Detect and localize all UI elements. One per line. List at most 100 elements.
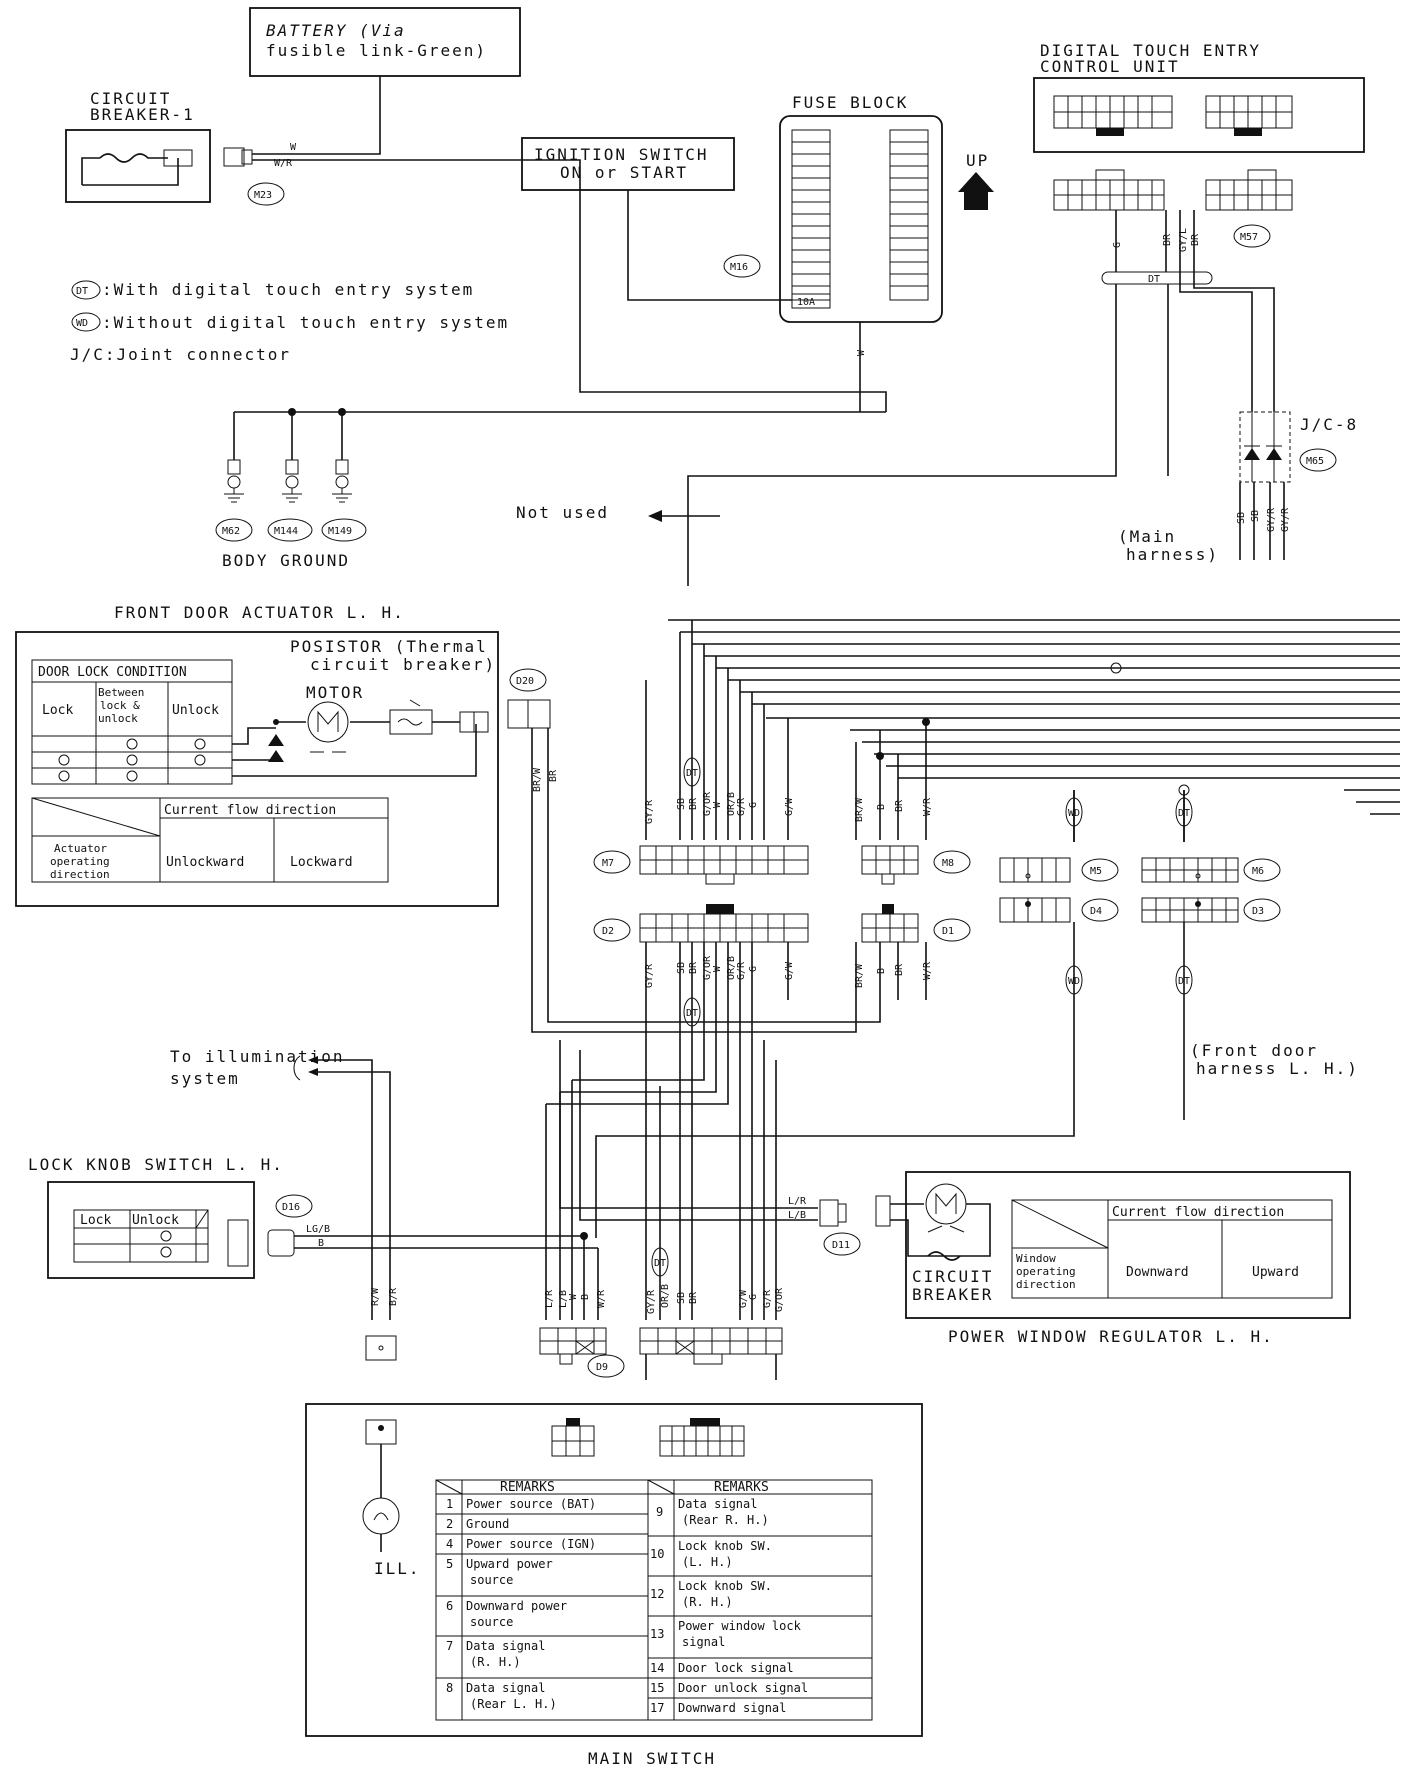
circuit-breaker-1: [65, 129, 211, 203]
svg-text:GY/R: GY/R: [646, 1289, 657, 1314]
remark-text-2: source: [470, 1615, 513, 1629]
d2-label: D2: [602, 926, 614, 937]
ignition-label-2: ON or START: [560, 163, 688, 182]
svg-text:B: B: [318, 1238, 324, 1249]
svg-text:W/R: W/R: [922, 797, 933, 816]
remarks-table: [435, 1479, 873, 1721]
svg-text:G: G: [748, 966, 759, 972]
actuator-diodes: [268, 734, 284, 762]
svg-text:BR: BR: [1190, 233, 1201, 246]
svg-text:G: G: [748, 802, 759, 808]
d16-connector: [267, 1229, 295, 1257]
d11-connector: [819, 1199, 839, 1227]
m6-badge: [1243, 858, 1281, 882]
d4-badge: [1081, 898, 1119, 922]
wires-below-d2: [645, 942, 789, 1000]
posistor-label-2: circuit breaker): [310, 655, 496, 674]
m5-connector: [999, 857, 1071, 883]
wires-to-m5-m6: [1073, 790, 1185, 842]
dlc-unlock: Unlock: [172, 703, 219, 718]
m23-connector-body: [223, 147, 245, 167]
svg-text:OR/B: OR/B: [726, 956, 737, 980]
svg-text:G/OR: G/OR: [702, 791, 713, 816]
svg-text:SB: SB: [1236, 512, 1247, 524]
dt-d3-code: DT: [1178, 976, 1190, 987]
dt-marker-d9: [651, 1247, 669, 1277]
d1-label: D1: [942, 926, 954, 937]
wire-ign: [627, 190, 792, 301]
svg-text:W: W: [712, 965, 723, 972]
wires-d9-left: [545, 1080, 599, 1320]
jc8-diodes: [1244, 448, 1282, 460]
m8-wire-labels: BR/W B BR W/R: [854, 797, 933, 822]
m16-badge: [723, 254, 761, 278]
legend-jc: J/C:Joint connector: [70, 345, 291, 364]
dt-legend-icon: [71, 280, 101, 300]
d2-wire-labels: GY/R SB BR G/OR W OR/B G/R G G/W BR/W B …: [644, 955, 933, 988]
ground-m149: [332, 459, 352, 503]
posistor-icon: [389, 709, 433, 735]
svg-text:G/W: G/W: [784, 797, 795, 816]
svg-text:SB: SB: [676, 1292, 687, 1304]
svg-text:BR/W: BR/W: [532, 767, 543, 792]
svg-text:SB: SB: [676, 962, 687, 974]
svg-text:BR: BR: [688, 797, 699, 810]
remark-text-2: (R. H.): [682, 1595, 733, 1609]
svg-text:GY/R: GY/R: [1280, 507, 1291, 532]
remark-number: 13: [650, 1627, 664, 1641]
main-switch-pinout-left: [551, 1418, 595, 1457]
m23-label: M23: [254, 190, 272, 201]
svg-text:G/OR: G/OR: [774, 1287, 785, 1312]
jc8-connector: [1239, 411, 1291, 483]
dt-m7-code: DT: [686, 768, 698, 779]
svg-text:SB: SB: [676, 798, 687, 810]
legend-dt: :With digital touch entry system: [102, 280, 474, 299]
pw-breaker-label-2: BREAKER: [912, 1285, 993, 1304]
wires-below-d1: [855, 942, 927, 1000]
svg-text:W: W: [568, 1293, 579, 1300]
dt-m6-code: DT: [1178, 808, 1190, 819]
d4-connector: [999, 897, 1071, 923]
d20-connector: [507, 699, 551, 729]
wires-d20: [531, 728, 881, 1033]
svg-text:W: W: [290, 142, 297, 153]
pw-current-flow-header: Current flow direction: [1112, 1205, 1284, 1220]
remark-number: 7: [446, 1639, 453, 1653]
m149-badge: [321, 518, 367, 542]
d9-right-wire-labels: GY/R OR/B SB BR G/W G G/R G/OR: [646, 1284, 785, 1314]
m8-connector: [861, 845, 919, 885]
remarks-header-right: REMARKS: [714, 1480, 769, 1495]
dt-marker-m7: [683, 757, 701, 787]
svg-text:G/W: G/W: [784, 961, 795, 980]
remark-number: 10: [650, 1547, 664, 1561]
d16-label: D16: [282, 1202, 300, 1213]
svg-text:L/R: L/R: [788, 1196, 807, 1207]
main-switch-label: MAIN SWITCH: [588, 1749, 716, 1768]
svg-text:G/R: G/R: [736, 961, 747, 980]
breaker1-terminal: [163, 149, 193, 167]
actuator-internal-wiring: [232, 724, 477, 777]
lk-unlock: Unlock: [132, 1213, 179, 1228]
wd-d4-code: WD: [1068, 976, 1080, 987]
ill-connector: [365, 1335, 397, 1361]
legend-wd: :Without digital touch entry system: [102, 313, 509, 332]
dlc-between: Between: [98, 686, 144, 699]
wires-to-m7: [645, 620, 789, 840]
wires-d9-right: [645, 1000, 777, 1320]
d3-label: D3: [1252, 906, 1264, 917]
to-illum-label-2: system: [170, 1069, 240, 1088]
wire-g-dt: [687, 284, 1117, 586]
downward-label: Downward: [1126, 1265, 1189, 1280]
front-door-actuator-box: [15, 631, 499, 907]
d9-connector-right: [639, 1327, 783, 1365]
remark-number: 15: [650, 1681, 664, 1695]
d3-badge: [1243, 898, 1281, 922]
front-door-harness-label: (Front door: [1190, 1041, 1318, 1060]
d11-badge: [823, 1232, 861, 1256]
svg-text:W/R: W/R: [596, 1289, 607, 1308]
arrow-left-icon: [648, 510, 662, 522]
m7-wire-labels: GY/R SB BR G/OR W OR/B G/R G G/W: [644, 791, 795, 824]
pw-current-flow-table: [1011, 1199, 1333, 1299]
dlc-between-2: lock &: [100, 699, 140, 712]
